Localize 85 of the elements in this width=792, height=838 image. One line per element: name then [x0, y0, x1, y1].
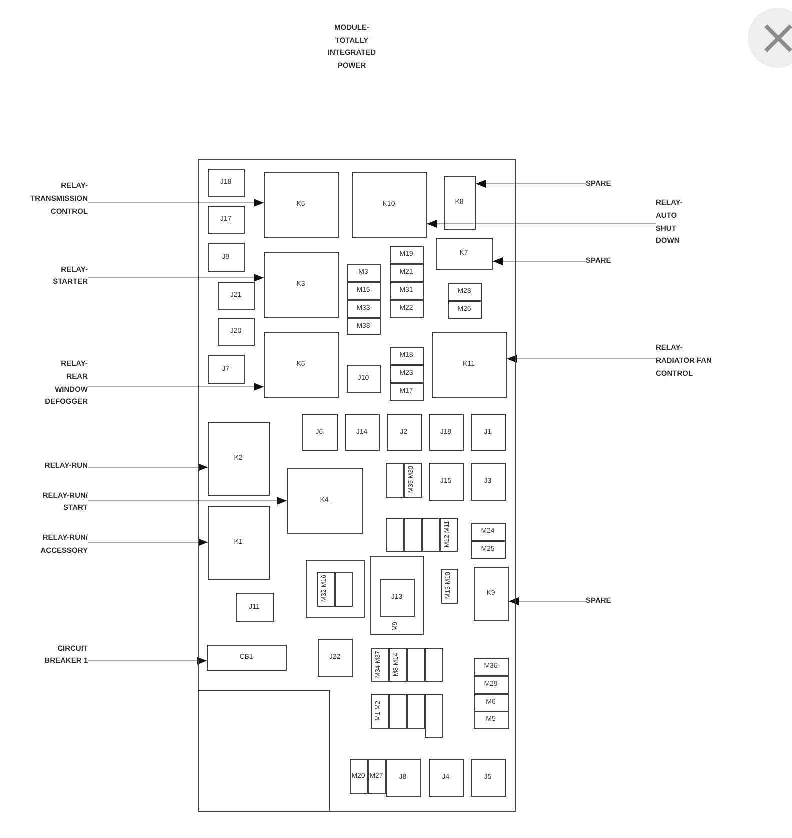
circuit-breaker-slot: [206, 644, 286, 670]
fuse-slot: [406, 694, 424, 728]
relay-slot: [208, 506, 270, 580]
relay-slot: [208, 422, 270, 496]
mini-fuse-slot: [370, 694, 388, 728]
relay-slot: [286, 468, 362, 534]
mini-fuse-slot: [474, 710, 508, 728]
leader-arrow: [88, 657, 208, 665]
fuse-slot: [380, 578, 414, 616]
mini-fuse-slot: [470, 522, 506, 540]
mini-fuse-slot: [368, 758, 386, 794]
fuse-slot: [302, 414, 338, 450]
leader-arrow: [492, 258, 586, 266]
fuse-slot: [428, 462, 464, 500]
mini-fuse-slot: [474, 676, 508, 694]
fuse-holder-frame: [370, 556, 424, 634]
mini-fuse-slot: [346, 318, 380, 334]
fuse-slot: [422, 518, 440, 552]
mini-fuse-slot: [390, 364, 424, 382]
fuse-slot: [470, 758, 506, 796]
relay-slot: [352, 172, 426, 238]
fuse-slot: [424, 694, 442, 738]
fuse-slot: [406, 648, 424, 682]
mini-fuse-slot: [474, 694, 508, 712]
relay-slot: [432, 332, 506, 398]
mini-fuse-slot: [390, 246, 424, 264]
leader-arrow: [476, 180, 586, 188]
fuse-slot: [208, 168, 244, 196]
mini-fuse-slot: [390, 300, 424, 318]
leader-arrow: [508, 598, 586, 606]
fuse-slot: [470, 414, 506, 450]
mini-fuse-slot: [388, 648, 406, 682]
leader-arrow: [88, 383, 264, 391]
fuse-slot: [236, 592, 274, 622]
fuse-slot: [386, 518, 404, 552]
fuse-slot: [218, 282, 254, 310]
fuse-slot: [208, 354, 244, 384]
fuse-slot: [428, 758, 464, 796]
relay-slot: [474, 566, 508, 620]
leader-arrow: [426, 220, 656, 228]
fuse-slot: [318, 638, 352, 676]
mini-fuse-slot: [390, 282, 424, 300]
leader-arrow: [88, 497, 288, 505]
mini-fuse-slot: [346, 300, 380, 318]
relay-slot: [436, 238, 492, 270]
fuse-slot: [404, 518, 422, 552]
leader-arrow: [88, 274, 264, 282]
fuse-slot: [386, 758, 420, 796]
mini-fuse-slot: [448, 300, 482, 318]
mini-fuse-slot: [346, 264, 380, 282]
mini-fuse-slot: [470, 540, 506, 558]
mini-fuse-slot: [404, 462, 422, 498]
fuse-slot: [470, 462, 506, 500]
fuse-slot: [386, 414, 422, 450]
leader-arrow: [88, 464, 208, 472]
fuse-slot: [386, 462, 404, 498]
leader-arrow: [88, 538, 208, 546]
fuse-slot: [424, 648, 442, 682]
mini-fuse-slot: [390, 382, 424, 400]
relay-slot: [264, 252, 338, 318]
leader-arrow: [88, 199, 264, 207]
mini-fuse-slot: [440, 518, 458, 552]
mini-fuse-slot: [370, 648, 388, 682]
fuse-slot: [208, 206, 244, 234]
mini-fuse-slot: [316, 572, 334, 606]
fuse-slot: [344, 414, 380, 450]
fuse-slot: [346, 364, 380, 392]
mini-fuse-slot: [346, 282, 380, 300]
fuse-holder-frame: [306, 560, 364, 618]
fuse-slot: [208, 242, 244, 272]
relay-slot: [264, 332, 338, 398]
mini-fuse-slot: [474, 658, 508, 676]
mini-fuse-slot: [448, 282, 482, 300]
mini-fuse-slot: [390, 346, 424, 364]
leader-arrow: [506, 355, 656, 363]
mini-fuse-slot: [350, 758, 368, 794]
blank-panel: [198, 690, 330, 812]
relay-slot: [444, 176, 476, 230]
mini-fuse-slot: [440, 568, 458, 604]
mini-fuse-slot: [390, 264, 424, 282]
fuse-slot: [218, 318, 254, 346]
relay-slot: [264, 172, 338, 238]
fuse-slot: [388, 694, 406, 728]
fuse-slot: [428, 414, 464, 450]
fuse-slot: [334, 572, 352, 606]
